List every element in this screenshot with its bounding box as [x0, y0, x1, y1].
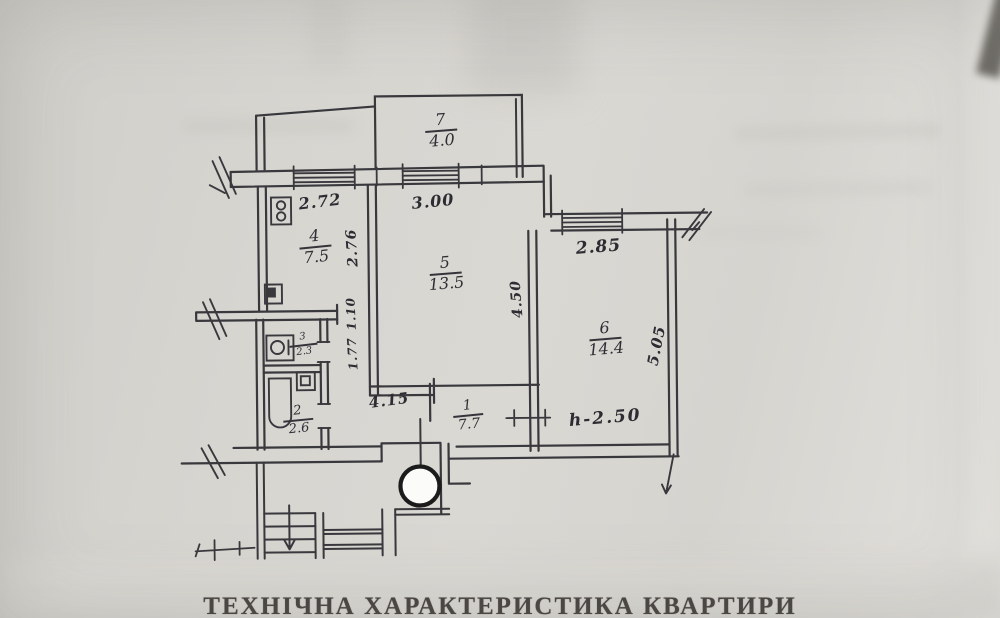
- kitchen-sink-icon: [263, 283, 283, 305]
- room-label-bedroom: 6 14.4: [575, 318, 636, 360]
- exterior-window-wall: [229, 164, 545, 189]
- break-marks: [200, 156, 237, 480]
- small-basin-icon: [295, 371, 316, 392]
- room-label-living: 5 13.5: [416, 252, 475, 295]
- room-area: 7.7: [457, 415, 481, 434]
- room-label-kitchen: 4 7.5: [289, 226, 342, 268]
- room-label-hallway: 1 7.7: [446, 397, 491, 434]
- room-area: 2.6: [288, 419, 311, 437]
- stair-direction-arrow: [283, 504, 296, 551]
- room-area: 13.5: [427, 272, 466, 294]
- room-area: 2.3: [295, 344, 313, 358]
- room-label-balcony: 7 4.0: [414, 109, 469, 152]
- washbasin-icon: [265, 334, 295, 362]
- staircase: [255, 461, 451, 560]
- dim-kitchen-depth: 2.76: [343, 228, 362, 268]
- dimension-arrows: [660, 208, 713, 495]
- bathtub-icon: [267, 377, 293, 429]
- room-area: 4.0: [428, 129, 456, 151]
- dim-passage-width: 1.10: [343, 296, 359, 331]
- dim-bath-depth: 1.77: [344, 336, 361, 371]
- room-area: 14.4: [587, 337, 625, 360]
- kitchen-fixtures: [263, 196, 293, 305]
- document-title: ТЕХНІЧНА ХАРАКТЕРИСТИКА КВАРТИРИ: [203, 593, 797, 618]
- hole-punch-mark: [398, 464, 442, 508]
- window-hatches: [292, 162, 624, 236]
- stove-icon: [269, 196, 293, 226]
- room-label-bathroom: 2 2.6: [276, 402, 321, 437]
- bathroom-fixtures: [265, 334, 316, 429]
- walls: [180, 165, 709, 515]
- room-label-toilet: 3 2.3: [287, 330, 320, 359]
- axis-ticks: [194, 539, 256, 562]
- balcony-outline: [254, 93, 524, 179]
- room-area: 7.5: [302, 245, 330, 268]
